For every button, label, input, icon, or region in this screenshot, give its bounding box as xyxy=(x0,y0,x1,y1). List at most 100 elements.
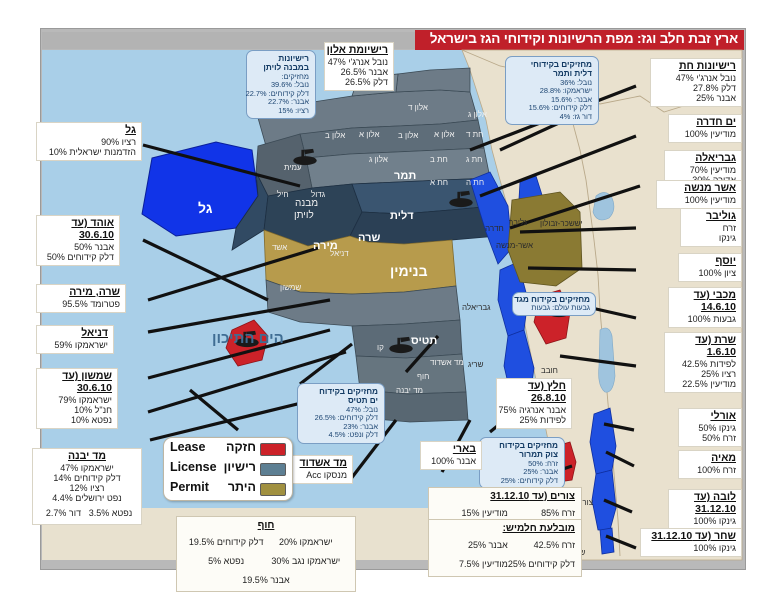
info-row: אבנר: 23% xyxy=(343,421,378,431)
box-row: מודיעין 7.5% xyxy=(459,558,508,569)
map-place-label: חובב xyxy=(541,366,558,375)
label-luba: לובה (עד 31.12.10 גינקו 100% xyxy=(668,489,742,530)
info-box-subtitle: צוק תמרור xyxy=(519,450,558,460)
label-ohad: אוהד (עד 30.6.10 אבנר 50% דלק קידוחים 50… xyxy=(36,215,120,266)
info-box-gevaot-olam: מחזיקים בקידוח מגד גבעות עולם: גבעות xyxy=(512,292,596,316)
label-row: לפידות 42.5% xyxy=(682,358,736,369)
label-row: נפט ירושלים 4.4% xyxy=(52,492,122,503)
map-place-label: אשר-מנשה xyxy=(496,241,533,250)
label-title: מכבי (עד xyxy=(693,289,736,301)
map-place-label: צורים xyxy=(575,498,594,507)
legend-label-he-license: רישיון xyxy=(223,460,256,474)
map-place-label: שרה xyxy=(358,232,381,244)
info-box-title: מחזיקים בקידוח מגד xyxy=(514,295,590,304)
label-row: מודיעין 100% xyxy=(684,128,736,139)
label-row: דור 2.7% xyxy=(45,508,82,519)
map-place-label: גליבר xyxy=(509,218,528,227)
label-row: נובל אנרג'י 47% xyxy=(675,72,736,83)
label-row: רציו 12% xyxy=(69,482,105,493)
box-movlaat-halamish: מובלעת חלמיש: זרח 42.5%אבנר 25% דלק קידו… xyxy=(428,519,582,577)
label-title-date: 30.6.10 xyxy=(78,228,114,241)
label-row: גינקו 100% xyxy=(693,515,736,526)
map-place-label: אלון ג xyxy=(468,110,487,119)
label-row: ציון 100% xyxy=(698,267,736,278)
top-gray-strip xyxy=(42,32,415,49)
map-place-label: גל xyxy=(198,200,213,216)
legend-row-lease: חזקה Lease xyxy=(164,439,292,458)
page-title: ארץ זבת חלב וגז: מפת הרשיונות וקידוחי הג… xyxy=(429,31,738,46)
label-makabi: מכבי (עד 14.6.10 גבעות 100% xyxy=(668,287,742,328)
label-title: חלץ (עד xyxy=(527,380,566,392)
label-orli: אורלי גינקו 50% זרח 50% xyxy=(678,408,742,447)
legend-row-permit: היתר Permit xyxy=(164,479,292,498)
map-place-label: מבנה xyxy=(295,198,319,209)
legend-swatch-permit xyxy=(260,483,286,496)
legend-label-he-permit: היתר xyxy=(227,480,256,494)
label-row: נפטא 3.5% xyxy=(88,508,133,519)
label-row: גינקו 100% xyxy=(693,542,736,553)
map-place-label: דניאל xyxy=(330,249,349,258)
info-box-subtitle: ים תטיס xyxy=(347,396,378,406)
map-place-label: לויתן xyxy=(294,210,314,221)
label-row: גבעות 100% xyxy=(687,313,736,324)
info-row: דלק קידוחים: 25% xyxy=(500,475,558,485)
map-place-label: חיל xyxy=(277,190,289,199)
label-title: גוליבר xyxy=(706,210,736,222)
label-title-date: 30.6.10 xyxy=(76,381,112,394)
label-title: דניאל xyxy=(81,327,108,339)
label-halutz: חלץ (עד 26.8.10 אבנר אנרגיה 75% לפידות 2… xyxy=(496,378,572,429)
label-row: דלק קידוחים 50% xyxy=(46,251,114,262)
info-row: נובל: 36% xyxy=(560,77,592,87)
label-row: גינקו 50% xyxy=(698,422,736,433)
label-sharet: שרת (עד 1.6.10 לפידות 42.5% רציו 25% מוד… xyxy=(664,332,742,393)
map-place-label: מד אשדוד xyxy=(430,358,464,367)
info-box-title: מחזיקים בקידוח xyxy=(499,441,558,450)
box-title: מובלעת חלמיש: xyxy=(502,523,575,534)
label-title-date: 14.6.10 xyxy=(700,300,736,313)
label-rishyonot-het: רישיונות חת נובל אנרג'י 47% דלק 27.8% אב… xyxy=(650,58,742,107)
box-row: מודיעין 15% xyxy=(461,507,508,518)
map-place-label: שמשון xyxy=(280,283,302,292)
box-row: דלק קידוחים 25% xyxy=(507,558,575,569)
info-box-title: מחזיקים בקידוחי xyxy=(530,60,592,69)
box-row: אבנר 19.5% xyxy=(242,574,290,585)
label-row: הזדמנות ישראלית 10% xyxy=(48,146,136,157)
label-mad-ashdod: מד אשדוד מנסקו Acc xyxy=(283,455,353,484)
map-place-label: שריג xyxy=(468,360,484,369)
info-box-tzuk-tamrur: מחזיקים בקידוח צוק תמרור זרח: 50% אבנר: … xyxy=(479,437,565,490)
map-place-label: חת ג xyxy=(466,155,483,164)
label-title: שחר (עד 31.12.10 xyxy=(651,530,736,542)
label-row: דלק 26.5% xyxy=(344,76,388,87)
label-med-yavne: מד יבנה ישראמקו 47% דלק קידוחים 14% רציו… xyxy=(32,448,142,525)
label-row: אבנר 26.5% xyxy=(340,66,388,77)
box-row: זרח 42.5% xyxy=(533,539,575,550)
label-title: שמשון (עד xyxy=(62,370,112,382)
label-title-date: 1.6.10 xyxy=(706,345,736,358)
info-row: אבנר: 22.7% xyxy=(268,97,309,107)
map-place-label: מירה xyxy=(313,240,338,252)
label-shimshon: שמשון (עד 30.6.10 ישראמקו 79% חנ"ל 10% נ… xyxy=(36,368,118,429)
box-title: חוף xyxy=(257,520,275,531)
label-title: גבריאלה xyxy=(695,152,736,164)
info-box-mavne-levitan: רישיונות במבנה לויתן מחזיקים: נובל: 39.6… xyxy=(246,50,316,120)
label-title: אורלי xyxy=(710,410,736,422)
info-box-subtitle: גבעות עולם: גבעות xyxy=(531,303,590,313)
map-place-label: חת ה xyxy=(466,178,485,187)
label-row: אבנר אנרגיה 75% xyxy=(498,404,566,415)
label-row: ישראמקו 47% xyxy=(60,462,114,473)
label-row: דלק 27.8% xyxy=(692,82,736,93)
label-daniel: דניאל ישראמקו 59% xyxy=(36,325,114,354)
label-title: רישיומת אלון xyxy=(326,44,388,56)
info-box-title: מחזיקים בקידוח xyxy=(319,387,378,396)
label-yosef: יוסף ציון 100% xyxy=(678,253,742,282)
box-row: דלק קידוחים 19.5% xyxy=(188,536,264,547)
map-place-label: אלון ג xyxy=(369,155,388,164)
map-place-label: חוף xyxy=(417,372,430,381)
info-row: מחזיקים: xyxy=(281,71,309,81)
map-place-label: אלון ב xyxy=(325,131,346,140)
label-row: אבנר 25% xyxy=(696,92,736,103)
label-row: מודיעין 70% xyxy=(689,164,736,175)
label-title: אשר מנשה xyxy=(684,182,736,194)
map-place-label: חת ב xyxy=(430,155,448,164)
